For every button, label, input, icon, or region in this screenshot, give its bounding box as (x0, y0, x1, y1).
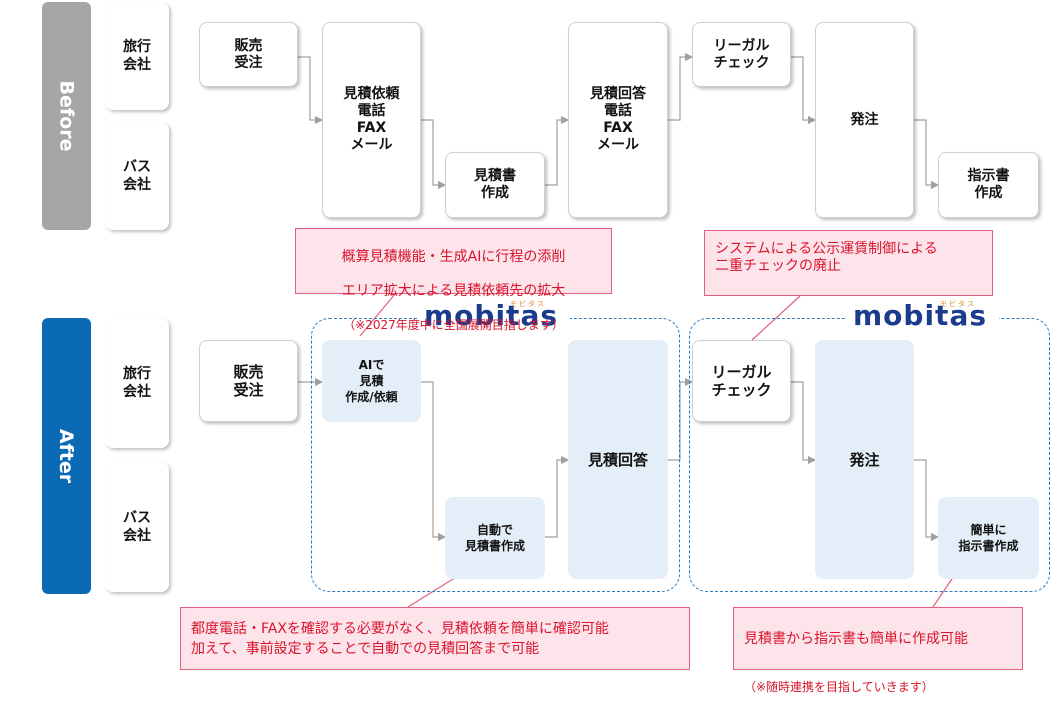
mobitas-logo-right: mobitas (847, 300, 999, 334)
row-label-travel-before: 旅行 会社 (105, 2, 169, 110)
before-instruction-creation: 指示書 作成 (938, 152, 1039, 218)
after-phase-label: After (42, 318, 91, 594)
arrow-a5 (791, 381, 817, 465)
arrow-b2 (421, 119, 447, 190)
before-legal-check: リーガル チェック (692, 22, 791, 87)
arrow-a3 (545, 455, 570, 538)
row-label-bus-before: バス 会社 (105, 122, 169, 230)
before-quote-response: 見積回答 電話 FAX メール (568, 22, 668, 218)
before-quote-request: 見積依頼 電話 FAX メール (322, 22, 421, 218)
arrow-b6 (914, 119, 940, 190)
callout-pointer-top-left (359, 293, 396, 337)
after-order: 発注 (815, 340, 914, 579)
after-sales-order: 販売 受注 (199, 340, 298, 422)
callout-top-right: システムによる公示運賃制御による 二重チェックの廃止 (704, 230, 993, 296)
arrow-b4 (668, 52, 694, 121)
arrow-a6 (914, 459, 940, 542)
arrow-b1 (298, 56, 324, 125)
mobitas-logo-left-ruby: モビタス (510, 300, 546, 308)
before-quote-creation: 見積書 作成 (445, 152, 545, 218)
arrow-a4 (668, 377, 694, 461)
callout-bottom-right: 見積書から指示書も簡単に作成可能 （※随時連携を目指していきます） (733, 607, 1023, 694)
after-ai-quote: AIで 見積 作成/依頼 (322, 340, 421, 422)
arrow-b3 (545, 115, 570, 186)
after-quote-response: 見積回答 (568, 340, 668, 579)
arrow-a2 (421, 381, 447, 542)
before-sales-order: 販売 受注 (199, 22, 298, 87)
row-label-travel-after: 旅行 会社 (105, 318, 169, 448)
callout-bottom-left: 都度電話・FAXを確認する必要がなく、見積依頼を簡単に確認可能 加えて、事前設定… (180, 607, 690, 670)
after-auto-quote: 自動で 見積書作成 (445, 497, 545, 579)
after-legal-check: リーガル チェック (692, 340, 791, 422)
before-phase-label: Before (42, 2, 91, 230)
mobitas-logo-left: mobitas (418, 300, 570, 334)
after-instruction-creation: 簡単に 指示書作成 (938, 497, 1039, 579)
row-label-bus-after: バス 会社 (105, 462, 169, 592)
callout-top-left: 概算見積機能・生成AIに行程の添削 エリア拡大による見積依頼先の拡大 （※202… (295, 228, 612, 332)
arrow-b5 (791, 56, 817, 125)
before-order: 発注 (815, 22, 914, 218)
mobitas-logo-right-ruby: モビタス (940, 300, 976, 308)
